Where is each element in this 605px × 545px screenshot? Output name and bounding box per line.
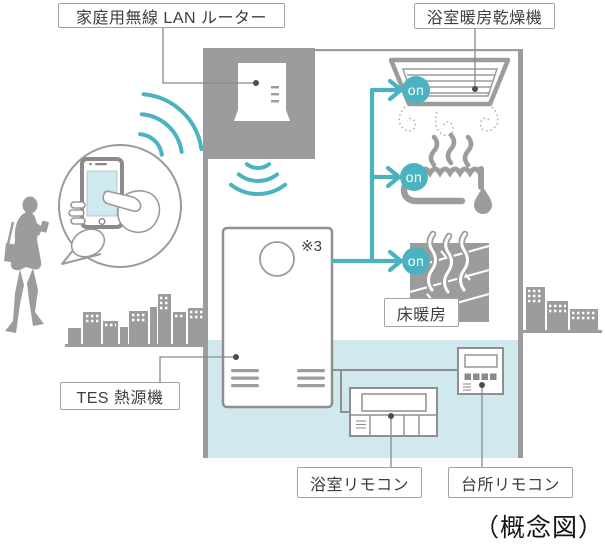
hand-left-icon: [70, 228, 106, 258]
router-device-icon: [234, 63, 290, 121]
router-block: [203, 48, 315, 159]
status-badge-floor-heating: on: [402, 247, 430, 275]
leader-lines: [159, 28, 483, 467]
diagram-caption: （概念図）: [473, 515, 604, 542]
label-router-text: 家庭用無線 LAN ルーター: [75, 9, 268, 27]
room-outline: [203, 49, 523, 458]
flow-lines: [330, 78, 404, 273]
label-floor-heating-text: 床暖房: [396, 306, 447, 324]
wifi-arcs-phone-icon: [138, 92, 204, 157]
label-bath-remote-text: 浴室リモコン: [309, 476, 409, 494]
label-tes-heat-source-text: TES 熱源機: [76, 390, 164, 407]
airflow-swirls-icon: [398, 106, 499, 137]
label-bath-heater-dryer-text: 浴室暖房乾燥機: [426, 10, 543, 27]
city-skyline-left-icon: [65, 294, 208, 347]
bath-remote-icon: [349, 387, 438, 437]
steam-icon: [428, 132, 474, 168]
label-floor-heating: 床暖房: [384, 298, 459, 327]
floor-heat-waves-icon: [425, 230, 471, 296]
status-badge-bath-heater-dryer: on: [402, 76, 430, 104]
arrow-right-icon: [387, 249, 404, 273]
label-kitchen-remote: 台所リモコン: [448, 467, 573, 498]
status-badge-bathtub: on: [400, 163, 428, 191]
remote-wires: [332, 369, 458, 413]
leader-dots: [233, 80, 485, 419]
arrow-right-icon: [385, 165, 402, 189]
wifi-arcs-room-icon: [228, 162, 288, 196]
hand-fingers-icon: [68, 201, 86, 225]
tes-unit-icon: [221, 226, 334, 409]
kitchen-remote-icon: [457, 347, 504, 395]
label-bath-remote: 浴室リモコン: [297, 467, 422, 498]
label-kitchen-remote-text: 台所リモコン: [460, 476, 560, 494]
footnote-marker: ※3: [301, 238, 322, 255]
label-tes-heat-source: TES 熱源機: [60, 382, 180, 410]
label-bath-heater-dryer: 浴室暖房乾燥機: [414, 3, 555, 29]
label-router: 家庭用無線 LAN ルーター: [58, 3, 285, 28]
city-skyline-right-icon: [523, 287, 602, 333]
smartphone-bubble: [58, 144, 182, 268]
person-silhouette-icon: [4, 196, 49, 333]
hand-pointing-icon: [102, 190, 161, 234]
arrow-right-icon: [387, 78, 404, 102]
